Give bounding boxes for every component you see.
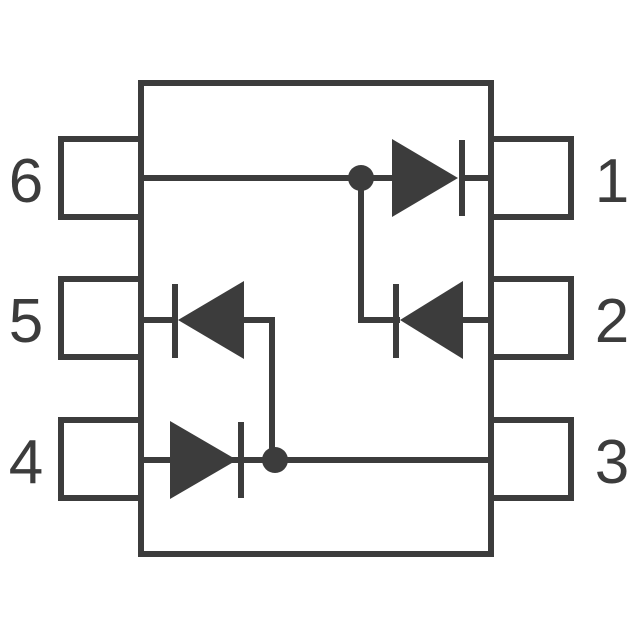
junction-dot-top: [348, 165, 374, 191]
junction-dot-bottom: [262, 447, 288, 473]
wire-diode3-to-node: [241, 317, 275, 460]
diode-4-triangle: [170, 421, 237, 499]
pin-label-4: 4: [9, 428, 43, 497]
diode-3-triangle: [178, 281, 244, 359]
pin-2-pad: [488, 276, 574, 360]
pin-label-5: 5: [9, 287, 43, 356]
pin-1-pad: [488, 136, 574, 220]
pin-label-3: 3: [595, 428, 629, 497]
pin-4-pad: [58, 417, 144, 501]
pin-5-pad: [58, 276, 144, 360]
pin-label-2: 2: [595, 287, 629, 356]
diode-1-triangle: [392, 139, 458, 217]
pin-label-6: 6: [9, 147, 43, 216]
pin-6-pad: [58, 136, 144, 220]
wire-node-to-diode2: [358, 178, 400, 323]
pin-3-pad: [488, 417, 574, 501]
diode-2-triangle: [400, 281, 463, 359]
pin-label-1: 1: [595, 147, 629, 216]
